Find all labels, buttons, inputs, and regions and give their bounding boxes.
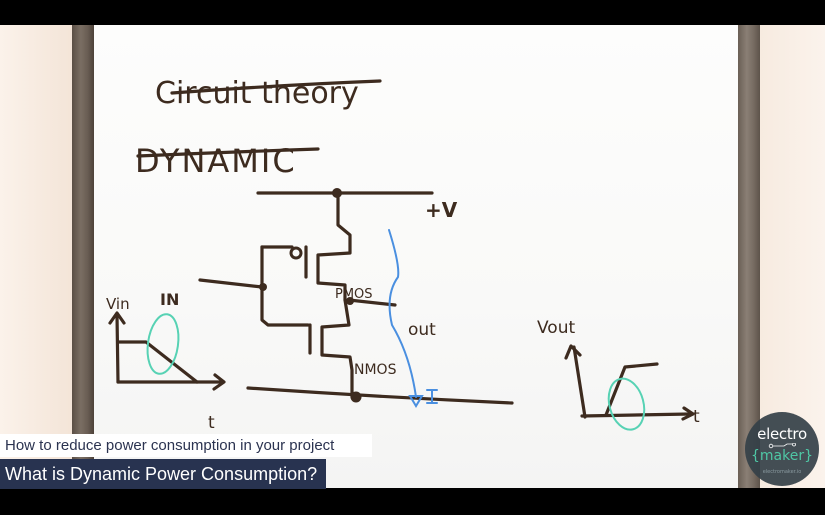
wall-left — [0, 25, 75, 488]
output-wire — [347, 298, 397, 307]
input-wire — [198, 278, 264, 289]
heading-underline — [170, 79, 382, 95]
logo-circuit-icon — [768, 443, 796, 449]
nmos-label: NMOS — [354, 362, 397, 378]
supply-node — [332, 188, 342, 198]
vout-y-arrow — [564, 344, 582, 360]
video-scene: Circuit theory DYNAMIC +V IN out PMOS NM… — [0, 25, 825, 488]
heading-text: Circuit theory — [155, 76, 359, 111]
whiteboard-drawing: Circuit theory DYNAMIC +V IN out PMOS NM… — [106, 76, 700, 433]
vin-transition-highlight — [146, 313, 180, 375]
output-label: out — [408, 320, 436, 340]
whiteboard-frame-right — [738, 25, 760, 488]
output-node — [346, 297, 354, 305]
pmos-channel — [316, 191, 352, 302]
logo-text-electro: electro — [757, 425, 807, 443]
nmos-channel — [320, 298, 354, 399]
vin-x-arrow — [212, 373, 226, 391]
vin-ylabel: Vin — [106, 295, 130, 313]
current-path — [388, 229, 417, 398]
input-label: IN — [160, 290, 179, 309]
vout-x-axis — [580, 412, 692, 418]
supply-label: +V — [425, 198, 458, 222]
vin-y-arrow — [108, 311, 126, 325]
pmos-label: PMOS — [335, 287, 373, 302]
pmos-bubble — [289, 246, 303, 260]
vout-transition-highlight — [607, 377, 646, 431]
video-subtitle-banner: How to reduce power consumption in your … — [0, 434, 372, 457]
subheading-text: DYNAMIC — [135, 142, 297, 180]
subheading-underline — [136, 147, 320, 158]
ground-node — [350, 391, 362, 403]
ground-rail — [246, 386, 514, 405]
vin-xlabel: t — [208, 413, 215, 433]
vout-xlabel: t — [693, 407, 700, 427]
current-arrow-head — [408, 395, 424, 408]
vout-y-axis — [572, 345, 587, 419]
current-label-glyph — [426, 389, 438, 404]
vout-ylabel: Vout — [537, 318, 575, 338]
whiteboard — [94, 25, 738, 488]
wall-right — [760, 25, 825, 488]
vout-x-arrow — [681, 406, 695, 421]
gate-wire-lower — [260, 245, 310, 327]
video-title-banner: What is Dynamic Power Consumption? — [0, 459, 326, 489]
vin-y-axis — [115, 313, 120, 384]
logo-url: electromaker.io — [762, 469, 802, 475]
vin-waveform — [116, 340, 199, 384]
electromaker-logo: electro {maker} electromaker.io — [745, 412, 819, 486]
input-node — [259, 283, 267, 291]
whiteboard-frame-left — [72, 25, 94, 488]
logo-text-maker: {maker} — [750, 448, 813, 464]
vout-waveform — [604, 362, 659, 417]
